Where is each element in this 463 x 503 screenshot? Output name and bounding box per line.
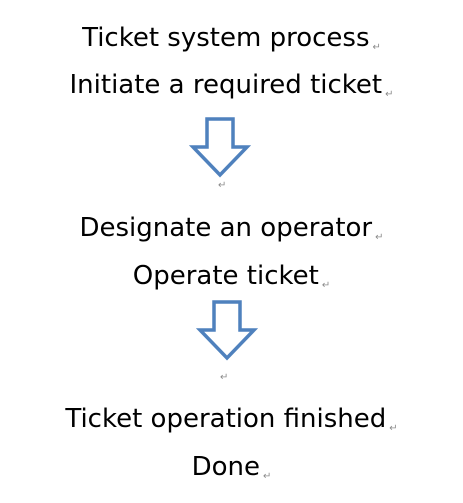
process-title-text: Ticket system process xyxy=(82,23,370,53)
step-initiate-ticket: Initiate a required ticket↵ xyxy=(0,67,463,103)
step-designate-operator: Designate an operator↵ xyxy=(0,210,463,246)
process-title: Ticket system process↵ xyxy=(0,20,463,56)
step-text: Operate ticket xyxy=(132,261,319,291)
paragraph-mark-icon: ↵ xyxy=(385,89,394,100)
paragraph-mark-icon: ↵ xyxy=(220,372,229,383)
down-arrow-icon xyxy=(189,117,251,178)
step-text: Initiate a required ticket xyxy=(69,70,383,100)
paragraph-mark-icon: ↵ xyxy=(372,42,381,53)
step-text: Done xyxy=(191,452,260,482)
step-text: Designate an operator xyxy=(79,213,373,243)
down-arrow-icon xyxy=(196,300,258,361)
step-operation-finished: Ticket operation finished↵ xyxy=(0,401,463,437)
paragraph-mark-icon: ↵ xyxy=(375,232,384,243)
step-done: Done↵ xyxy=(0,449,463,485)
step-text: Ticket operation finished xyxy=(65,404,387,434)
step-operate-ticket: Operate ticket↵ xyxy=(0,258,463,294)
paragraph-mark-icon: ↵ xyxy=(263,471,272,482)
paragraph-mark-icon: ↵ xyxy=(321,280,331,291)
paragraph-mark-icon: ↵ xyxy=(389,423,398,434)
paragraph-mark-icon: ↵ xyxy=(218,180,227,191)
